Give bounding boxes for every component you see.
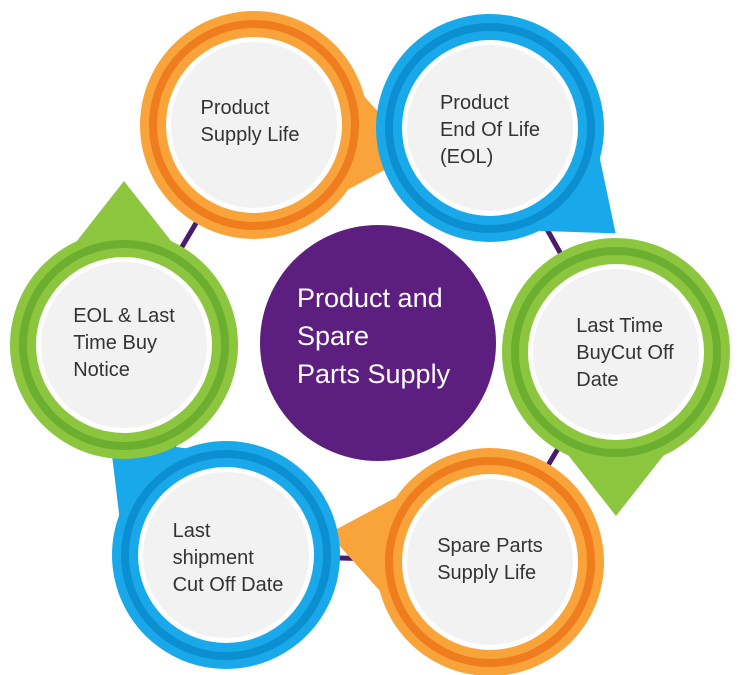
node-inner-spare-parts-supply-life bbox=[407, 479, 573, 645]
node-inner-last-time-buy-cutoff bbox=[533, 269, 699, 435]
node-inner-product-supply-life bbox=[171, 42, 337, 208]
node-label-last-time-buy-cutoff: Last Time BuyCut Off Date bbox=[576, 314, 674, 391]
node-inner-eol-last-time-buy-notice bbox=[41, 262, 207, 428]
node-label-eol-last-time-buy-notice: EOL & Last Time Buy Notice bbox=[73, 304, 175, 381]
node-label-product-supply-life: Product Supply Life bbox=[200, 97, 300, 146]
node-label-spare-parts-supply-life: Spare Parts Supply Life bbox=[437, 535, 543, 584]
node-label-last-shipment-cutoff: Last shipment Cut Off Date bbox=[172, 519, 284, 596]
center-hub bbox=[260, 225, 496, 461]
center-title: Product and Spare Parts Supply bbox=[297, 283, 451, 389]
node-inner-last-shipment-cutoff bbox=[143, 472, 309, 638]
node-inner-product-eol bbox=[407, 45, 573, 211]
node-label-product-eol: Product End Of Life (EOL) bbox=[439, 91, 541, 168]
